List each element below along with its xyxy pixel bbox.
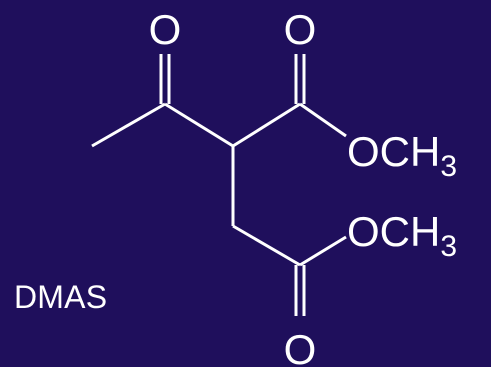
bond-methyl-to-acetyl-carbon (91, 102, 166, 148)
ester1-methoxy-label: OCH3 (347, 128, 457, 183)
bond-ester1-carbon-to-oxygen (299, 102, 347, 138)
bond-central-carbon-to-ester1-carbon (232, 102, 301, 148)
ester2-methoxy-subscript: 3 (440, 230, 457, 263)
bond-ester2-carbon-to-oxygen (299, 235, 347, 267)
bond-acetyl-carbon-to-central-carbon (164, 102, 234, 148)
ester1-methoxy-main: OCH (347, 128, 440, 175)
bond-lines (91, 54, 347, 316)
ester1-methoxy-subscript: 3 (440, 150, 457, 183)
ester2-carbonyl-oxygen-label: O (284, 326, 317, 367)
ester2-methoxy-main: OCH (347, 208, 440, 255)
ester1-carbonyl-oxygen-label: O (284, 6, 317, 53)
compound-name-label: DMAS (14, 279, 108, 315)
bond-ch2-to-ester2-carbon (232, 224, 301, 267)
ester2-methoxy-label: OCH3 (347, 208, 457, 263)
acetyl-oxygen-label: O (149, 6, 182, 53)
